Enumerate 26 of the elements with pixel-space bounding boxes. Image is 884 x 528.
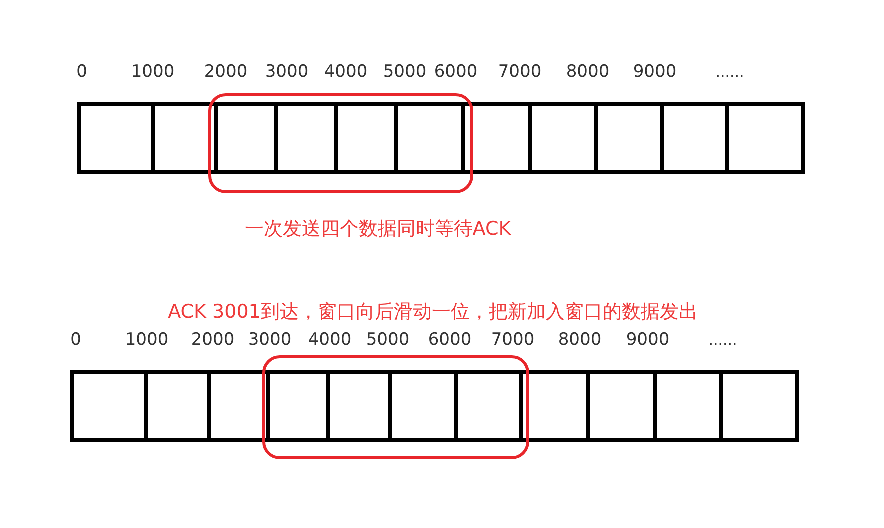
offset-label: 7000 (498, 62, 542, 82)
offset-label: 4000 (308, 330, 352, 350)
offset-label: 4000 (324, 62, 368, 82)
offset-label: 8000 (558, 330, 602, 350)
offset-label: 0 (76, 62, 88, 82)
offset-label: 3000 (248, 330, 292, 350)
window-outline (208, 94, 474, 194)
offset-label: 0 (70, 330, 82, 350)
offset-label: 9000 (626, 330, 670, 350)
caption-text: 一次发送四个数据同时等待ACK (244, 217, 512, 242)
offset-label: 6000 (428, 330, 472, 350)
offset-label: 8000 (566, 62, 610, 82)
offset-label: 7000 (491, 330, 535, 350)
offset-label: ...... (716, 63, 744, 81)
offset-label: 2000 (191, 330, 235, 350)
offset-label: 1000 (125, 330, 169, 350)
offset-label: 6000 (434, 62, 478, 82)
offset-label: 2000 (204, 62, 248, 82)
offset-label: ...... (708, 331, 738, 349)
offset-label: 3000 (265, 62, 309, 82)
window-outline (262, 356, 530, 460)
offset-label: 5000 (383, 62, 427, 82)
offset-label: 9000 (633, 62, 677, 82)
offset-label: 5000 (366, 330, 410, 350)
caption-text: ACK 3001到达，窗口向后滑动一位，把新加入窗口的数据发出 (168, 300, 698, 325)
offset-label: 1000 (131, 62, 175, 82)
